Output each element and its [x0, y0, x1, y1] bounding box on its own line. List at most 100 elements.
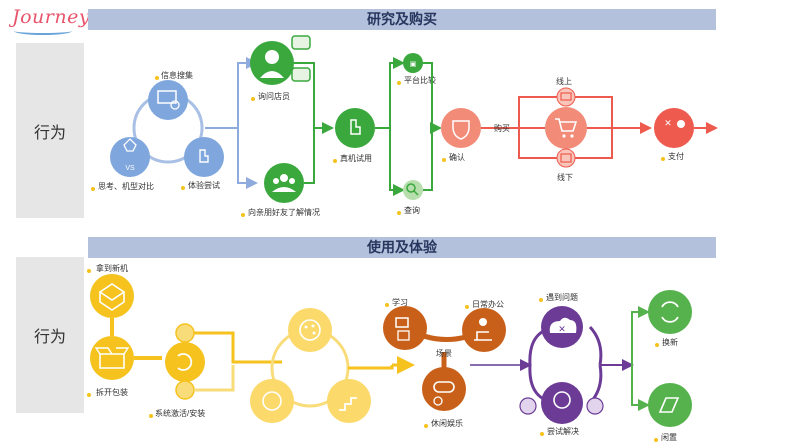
label-activate: 系统激活/安装: [155, 408, 205, 418]
label-ask-clerk: 询问店员: [258, 91, 290, 101]
label-try-solve: 尝试解决: [547, 426, 579, 436]
label-query: 查询: [404, 205, 420, 215]
tablet-icon: [658, 397, 680, 413]
connector-friends-to-real: [304, 128, 315, 184]
clerk-icon: [265, 50, 279, 64]
think-compare-node: VS: [110, 137, 150, 177]
journey-logo: Journey: [12, 6, 91, 28]
renew-icon: [661, 301, 679, 323]
laptop-icon: [560, 92, 572, 101]
bullet-dot: [87, 269, 91, 273]
ask-clerk-node: [250, 35, 311, 85]
cart-node: [545, 107, 587, 149]
sync-node: [250, 379, 294, 423]
logo-swoosh: [14, 27, 72, 35]
bulb-icon: [123, 138, 137, 152]
pay-icon: ✕: [664, 118, 672, 128]
label-pay: 支付: [668, 151, 684, 161]
info-bubble-icon: [519, 397, 537, 415]
chat-bubble-icon: [291, 35, 311, 50]
connector-to-platform: [389, 57, 405, 128]
label-leisure: 休闲娱乐: [431, 418, 463, 428]
label-ask-friends: 向亲朋好友了解情况: [248, 207, 320, 217]
label-scene: 场景: [436, 349, 452, 358]
query-node: [403, 180, 423, 200]
bullet-dot: [654, 438, 658, 442]
real-try-node: [335, 108, 375, 148]
head-gear-icon: [553, 391, 571, 409]
bullet-dot: [87, 393, 91, 397]
connector-activate-lower: [194, 365, 235, 392]
label-platform-compare: 平台比较: [404, 75, 436, 85]
user-bubble-icon: [175, 323, 195, 343]
label-real-try: 真机试用: [340, 153, 372, 163]
steps-icon: [339, 397, 357, 411]
label-info-search: 信息搜集: [161, 70, 193, 80]
bullet-dot: [155, 76, 159, 80]
label-idle: 闲置: [661, 433, 677, 442]
shop-icon: [560, 153, 572, 163]
bullet-dot: [181, 186, 185, 190]
open-box-icon: [99, 353, 125, 369]
get-phone-node: [90, 274, 134, 318]
section2-row-label: 行为: [16, 257, 84, 413]
daily-office-node: [462, 308, 506, 352]
connector-to-replace: [631, 306, 650, 365]
idle-node: [648, 383, 692, 427]
bullet-dot: [385, 303, 389, 307]
connector-to-idle: [631, 365, 650, 411]
bullet-dot: [149, 414, 153, 418]
offline-node: [556, 148, 576, 168]
label-confirm: 确认: [449, 152, 465, 162]
cup-icon: [395, 317, 409, 328]
hand-touch-icon: [199, 149, 209, 163]
bullet-dot: [424, 424, 428, 428]
bullet-dot: [251, 97, 255, 101]
try-solve-node: [519, 382, 604, 424]
group-icon: [280, 174, 288, 182]
refresh-icon: [177, 353, 193, 371]
pay-node: ✕: [654, 108, 694, 148]
label-get-phone: 拿到新机: [96, 263, 128, 273]
experience-try-node: [184, 137, 224, 177]
section1-row-label: 行为: [16, 43, 84, 218]
label-unbox: 拆开包装: [96, 387, 128, 397]
label-study: 学习: [392, 297, 408, 307]
label-meet-problem: 遇到问题: [546, 293, 578, 302]
connector-to-offline: [518, 128, 560, 159]
bullet-dot: [539, 298, 543, 302]
connector-clerk-to-real: [294, 62, 334, 134]
shield-icon: [452, 120, 470, 140]
cloud-error-icon: [549, 317, 577, 333]
connector-triad-to-scene: [348, 365, 394, 370]
label-replace: 换新: [662, 337, 678, 347]
svg-text:✕: ✕: [558, 324, 566, 334]
connector-to-query: [389, 128, 405, 196]
touch-icon: [350, 119, 361, 135]
steps-node: [327, 379, 371, 423]
section1-title: 研究及购买: [88, 9, 716, 30]
replace-node: [648, 290, 692, 334]
label-experience-try: 体验尝试: [188, 180, 220, 190]
connector-online-to-pay: [575, 96, 613, 128]
platform-logo-icon: ▣: [410, 61, 417, 68]
section2-title: 使用及体验: [88, 237, 716, 258]
unbox-node: [90, 336, 134, 380]
bullet-dot: [397, 81, 401, 85]
gamepad-icon: [433, 381, 455, 393]
bullet-dot: [91, 187, 95, 191]
label-daily-office: 日常办公: [472, 299, 504, 309]
chat-bubble-icon-2: [175, 380, 195, 400]
bullet-dot: [333, 159, 337, 163]
magnifier-icon: [406, 183, 416, 193]
study-node: [383, 306, 427, 350]
leisure-node: [422, 367, 466, 411]
bullet-dot: [397, 211, 401, 215]
label-think-compare: 思考、机型对比: [98, 181, 154, 191]
connector-platform-to-confirm: [423, 62, 442, 134]
video-icon: [397, 330, 410, 341]
cart-icon: [555, 118, 578, 132]
palette-node: [288, 308, 332, 352]
bullet-dot: [465, 305, 469, 309]
